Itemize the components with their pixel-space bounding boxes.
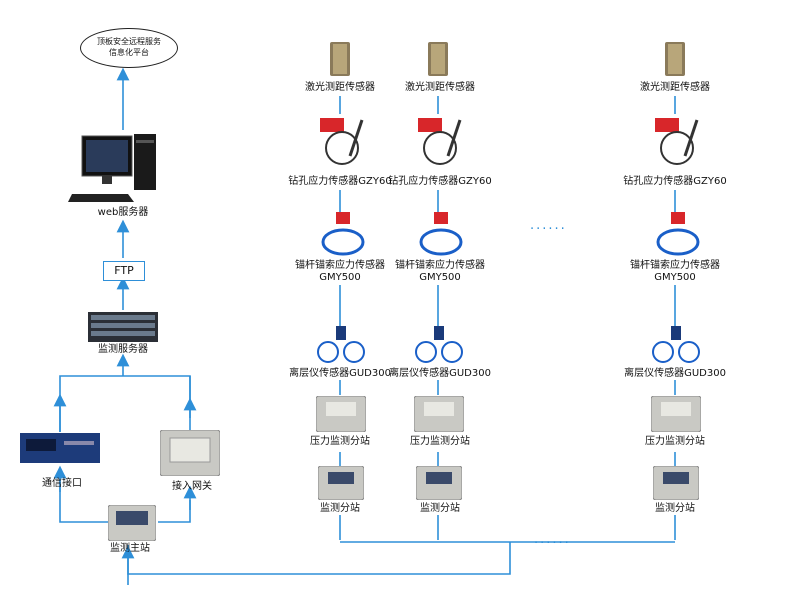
laser-sensor-icon — [428, 42, 448, 76]
separation-sensor-icon — [415, 326, 463, 363]
laser-label: 激光测距传感器 — [405, 82, 475, 93]
pressure-label: 压力监测分站 — [645, 436, 705, 447]
server-rack-icon — [88, 312, 158, 342]
separation-sensor-icon — [317, 326, 365, 363]
bolt-line1: 锚杆锚索应力传感器 — [395, 260, 485, 271]
laser-sensor-icon — [665, 42, 685, 76]
laser-sensor-icon — [330, 42, 350, 76]
drill-stress-sensor-icon — [655, 118, 699, 165]
main-station-device — [108, 505, 156, 541]
platform-cloud: 顶板安全远程服务 信息化平台 — [80, 28, 178, 68]
platform-line2: 信息化平台 — [109, 48, 149, 57]
drill-label: 钻孔应力传感器GZY60 — [388, 176, 492, 187]
separation-sensor-icon — [652, 326, 700, 363]
laser-label: 激光测距传感器 — [305, 82, 375, 93]
monitor-server-label: 监测服务器 — [98, 344, 148, 355]
bolt-line2: GMY500 — [419, 272, 461, 283]
bolt-line2: GMY500 — [319, 272, 361, 283]
pressure-label: 压力监测分站 — [410, 436, 470, 447]
main-station-label: 监测主站 — [110, 543, 150, 554]
substation-device — [318, 466, 364, 500]
pressure-substation-device — [316, 396, 366, 432]
separation-label: 离层仪传感器GUD300 — [624, 368, 726, 379]
substation-label: 监测分站 — [320, 503, 360, 514]
substation-label: 监测分站 — [655, 503, 695, 514]
bolt-stress-sensor-icon — [656, 212, 700, 256]
access-gateway-device — [160, 430, 220, 476]
pressure-label: 压力监测分站 — [310, 436, 370, 447]
drill-stress-sensor-icon — [418, 118, 462, 165]
substation-label: 监测分站 — [420, 503, 460, 514]
bolt-line1: 锚杆锚索应力传感器 — [295, 260, 385, 271]
bolt-line1: 锚杆锚索应力传感器 — [630, 260, 720, 271]
drill-label: 钻孔应力传感器GZY60 — [623, 176, 727, 187]
ftp-box: FTP — [103, 261, 145, 281]
pressure-substation-device — [651, 396, 701, 432]
separation-label: 离层仪传感器GUD300 — [389, 368, 491, 379]
pressure-substation-device — [414, 396, 464, 432]
substation-device — [653, 466, 699, 500]
drill-label: 钻孔应力传感器GZY60 — [288, 176, 392, 187]
separation-label: 离层仪传感器GUD300 — [289, 368, 391, 379]
platform-line1: 顶板安全远程服务 — [97, 37, 161, 46]
web-server-label: web服务器 — [97, 207, 149, 218]
comm-interface-label: 通信接口 — [42, 478, 82, 489]
substation-device — [416, 466, 462, 500]
ellipsis-bottom: ...... — [534, 532, 571, 547]
ellipsis-mid: ...... — [530, 218, 567, 233]
bolt-stress-sensor-icon — [419, 212, 463, 256]
comm-interface-device — [20, 433, 100, 463]
access-gateway-label: 接入网关 — [172, 481, 212, 492]
drill-stress-sensor-icon — [320, 118, 364, 165]
bolt-stress-sensor-icon — [321, 212, 365, 256]
laser-label: 激光测距传感器 — [640, 82, 710, 93]
computer-icon — [68, 134, 156, 202]
bolt-line2: GMY500 — [654, 272, 696, 283]
